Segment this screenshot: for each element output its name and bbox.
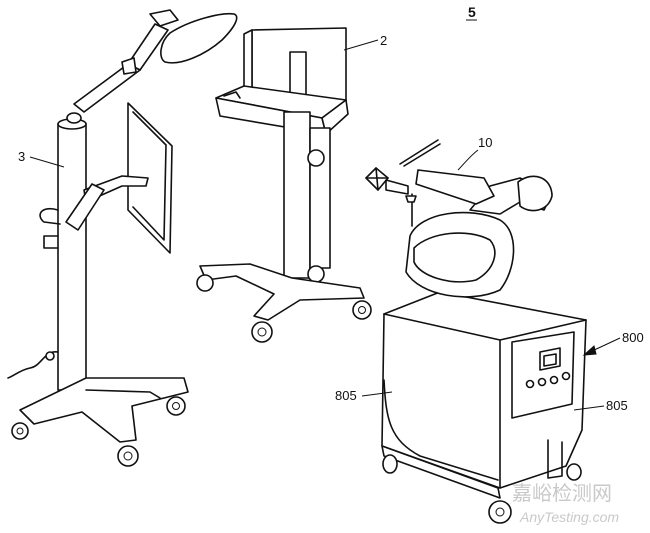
panel-button	[537, 377, 547, 387]
stand-casters	[11, 396, 186, 467]
panel-display	[539, 347, 561, 371]
cart-casters	[196, 274, 372, 343]
lamp-head	[160, 12, 238, 64]
figure-number: 5	[468, 4, 476, 20]
stand-base	[19, 377, 189, 443]
leader-805-left	[361, 391, 393, 397]
label-805-right: 805	[606, 398, 628, 413]
robot-arm-lower	[415, 169, 495, 205]
navigation-stand-3	[7, 9, 238, 467]
cart-column	[283, 111, 311, 279]
watermark-en: AnyTesting.com	[519, 509, 619, 525]
robot-casters	[382, 454, 582, 524]
panel-button	[525, 379, 535, 389]
cart-base	[199, 263, 365, 321]
panel-button	[549, 375, 559, 385]
robot-system-800	[365, 139, 587, 524]
label-800: 800	[622, 330, 644, 345]
label-805-left: 805	[335, 388, 357, 403]
label-3: 3	[18, 149, 25, 164]
panel-button	[561, 371, 571, 381]
display-cart-2	[196, 27, 372, 343]
leader-3	[29, 156, 65, 168]
arrowhead-800	[582, 345, 597, 356]
leader-2	[343, 39, 379, 51]
watermark: 嘉峪检测网 AnyTesting.com	[512, 482, 619, 525]
label-10: 10	[478, 135, 492, 150]
label-2: 2	[380, 33, 387, 48]
leader-805-right	[573, 405, 605, 411]
leader-10	[457, 149, 479, 171]
watermark-cn: 嘉峪检测网	[512, 482, 612, 505]
stand-column	[57, 123, 87, 391]
